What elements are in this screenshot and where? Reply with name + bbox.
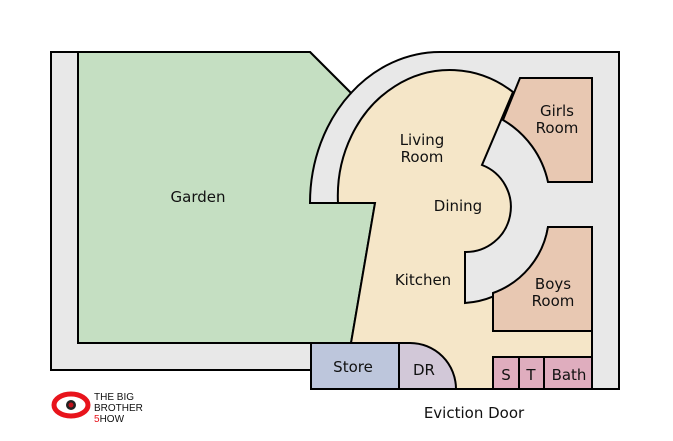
boys-label-1: Boys xyxy=(535,275,571,293)
store-room xyxy=(310,342,400,390)
eye-icon xyxy=(51,391,91,419)
logo-line-2: BROTHER xyxy=(94,403,143,414)
s-label: S xyxy=(501,366,511,384)
diary-room xyxy=(398,342,458,390)
living-label-2: Room xyxy=(401,148,444,166)
garden-label: Garden xyxy=(171,188,226,206)
s-room xyxy=(492,356,520,390)
logo-five: 5 xyxy=(94,414,100,425)
t-room xyxy=(518,356,545,390)
big-brother-logo: THE BIG BROTHER 5HOW xyxy=(51,391,143,425)
living-label-1: Living xyxy=(400,131,445,149)
logo-line-1: THE BIG xyxy=(94,392,134,403)
bath-room xyxy=(543,356,593,390)
girls-room xyxy=(501,77,593,183)
girls-label-2: Room xyxy=(536,119,579,137)
t-label: T xyxy=(525,366,536,384)
girls-label-1: Girls xyxy=(540,102,574,120)
boys-label-2: Room xyxy=(532,292,575,310)
boys-room xyxy=(492,226,593,332)
store-label: Store xyxy=(333,358,373,376)
bath-label: Bath xyxy=(552,366,587,384)
logo-how: HOW xyxy=(100,414,125,425)
logo-line-3: 5HOW xyxy=(94,414,125,425)
eviction-door-label: Eviction Door xyxy=(424,404,525,422)
kitchen-label: Kitchen xyxy=(395,271,451,289)
dining-label: Dining xyxy=(434,197,482,215)
dr-label: DR xyxy=(413,361,435,379)
